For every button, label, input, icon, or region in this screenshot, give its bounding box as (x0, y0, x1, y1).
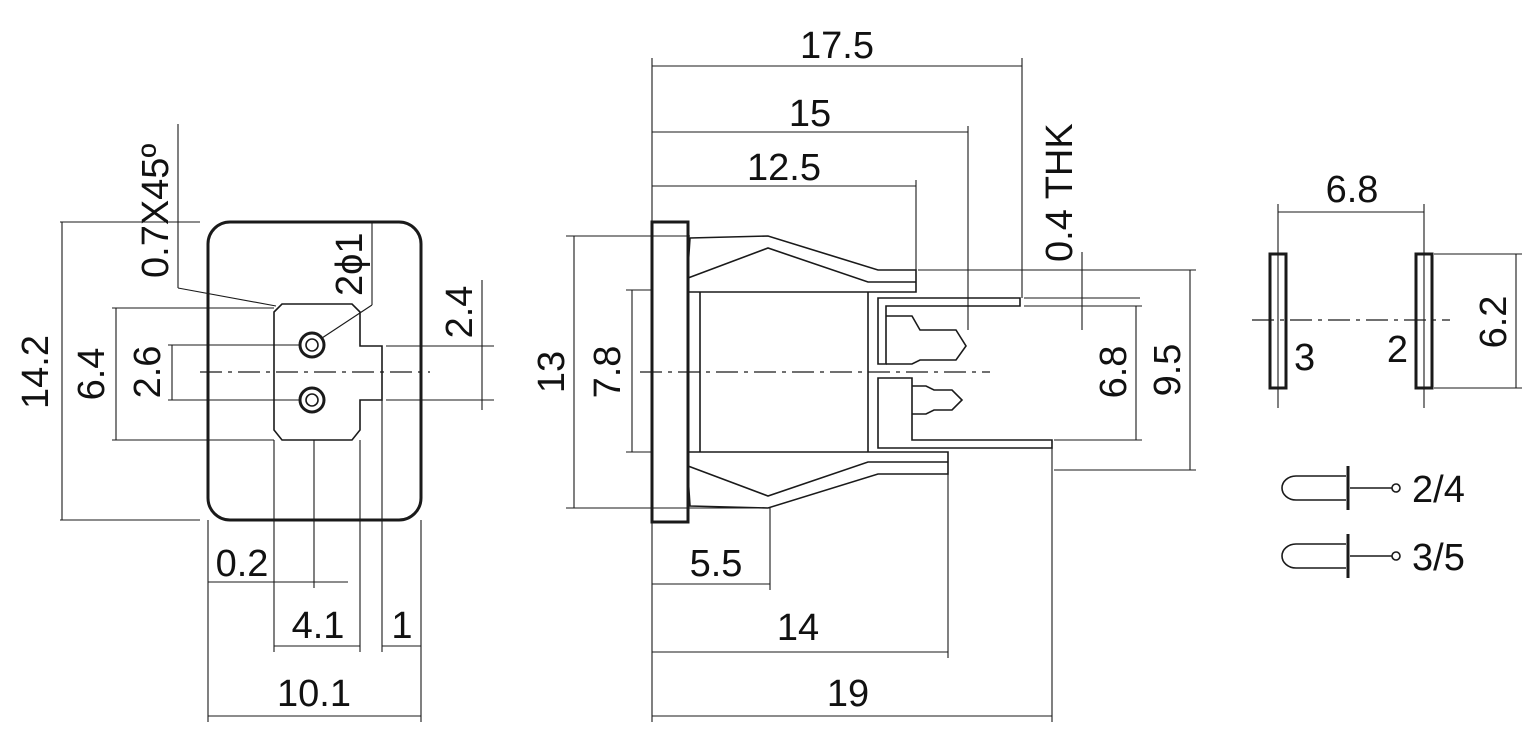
dim-hole: 2ϕ1 (329, 232, 371, 296)
side-view: 17.5 15 12.5 0.4 THK 13 7.8 6.8 9.5 (531, 25, 1196, 722)
dim-6-4: 6.4 (71, 348, 113, 401)
pin-hole-top-inner (305, 338, 319, 352)
front-view: 14.2 6.4 2.6 2.4 0.7X45º 2ϕ1 10.1 4.1 (15, 124, 494, 722)
body-upper-inner (687, 247, 916, 283)
dim-13: 13 (531, 351, 573, 393)
legend-label-2: 3/5 (1412, 537, 1465, 579)
pin-label-left: 3 (1294, 337, 1315, 379)
dim-9-5: 9.5 (1147, 344, 1189, 397)
body-upper (687, 235, 917, 293)
legend-label-1: 2/4 (1412, 469, 1465, 511)
dim-6-2: 6.2 (1473, 296, 1515, 349)
dim-6-8-pin: 6.8 (1326, 169, 1379, 211)
dim-thk: 0.4 THK (1039, 123, 1081, 262)
body-lower (687, 451, 949, 509)
pin-hole-bottom-inner (305, 393, 319, 407)
dim-2-6: 2.6 (127, 346, 169, 399)
pin-lower (912, 385, 964, 415)
dim-5-5: 5.5 (690, 543, 743, 585)
pin-view: 6.8 6.2 3 2 (1252, 169, 1522, 408)
pin-hole-bottom (298, 386, 326, 414)
terminal-plate (273, 303, 383, 441)
dim-4-1: 4.1 (292, 605, 345, 647)
pin-upper (886, 315, 967, 365)
dim-14-2: 14.2 (15, 335, 57, 409)
rear-bottom-tab (877, 377, 1053, 449)
legend: 2/4 3/5 (1281, 466, 1465, 579)
dim-chamfer: 0.7X45º (135, 144, 177, 278)
dim-1: 1 (391, 605, 412, 647)
body-lower-inner (687, 461, 948, 497)
dim-0-2: 0.2 (216, 543, 269, 585)
pin-hole-top (298, 331, 326, 359)
rear-top-tab (877, 297, 1021, 365)
legend-pin-2 (1281, 543, 1346, 569)
dim-19: 19 (827, 673, 869, 715)
dim-15: 15 (789, 93, 831, 135)
dim-6-8-side: 6.8 (1093, 346, 1135, 399)
dim-2-4: 2.4 (439, 286, 481, 339)
dim-10-1: 10.1 (277, 673, 351, 715)
pin-label-right: 2 (1387, 329, 1408, 371)
dim-7-8: 7.8 (587, 346, 629, 399)
dim-12-5: 12.5 (747, 147, 821, 189)
legend-pin-1 (1281, 475, 1346, 501)
dim-14: 14 (777, 607, 819, 649)
dim-17-5: 17.5 (800, 25, 874, 67)
